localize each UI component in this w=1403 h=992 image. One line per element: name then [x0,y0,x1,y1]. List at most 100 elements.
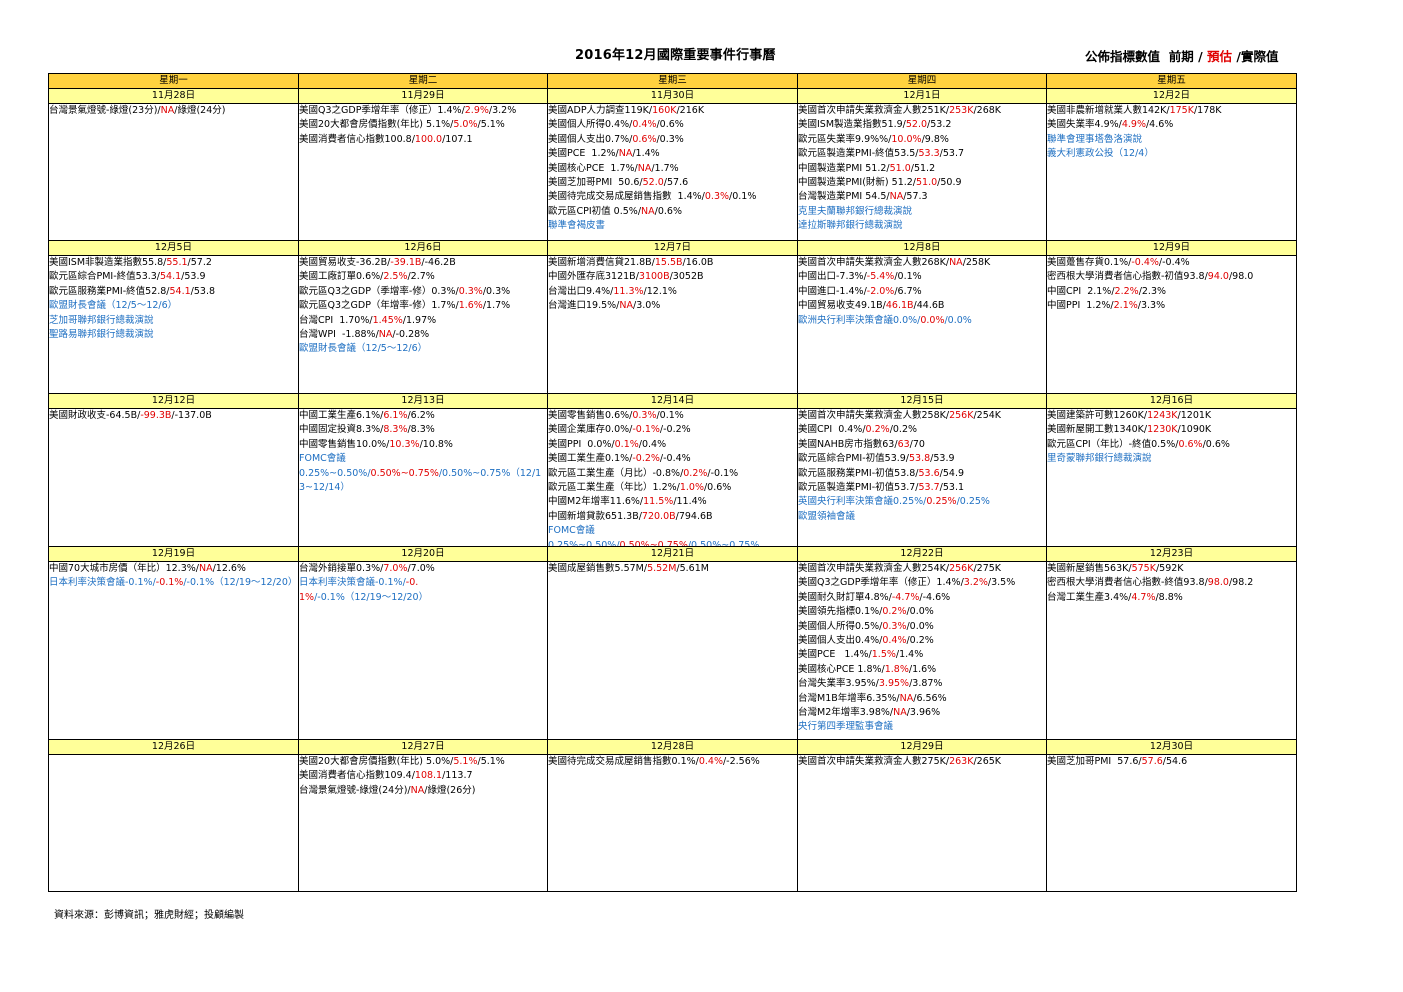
forecast-value: 720.0B [641,510,676,522]
indicator-line: 中國進口-1.4%/-2.0%/6.7% [799,285,1046,299]
indicator-line: 美國躉售存貨0.1%/-0.4%/-0.4% [1048,256,1296,270]
forecast-value: 0.4% [632,119,657,131]
forecast-value: 55.1 [166,257,188,268]
indicator-text: 美國首次申請失業救濟金人數251K/ [798,105,950,116]
indicator-text: 美國20大都會房價指數(年比) 5.0%/ [299,756,454,767]
indicator-text: /53.8 [190,285,216,297]
events-row: 台灣景氣燈號-綠燈(23分)/NA/綠燈(24分)美國Q3之GDP季增年率（修正… [48,103,1297,241]
indicator-text: /-0.1%（12/19～12/20） [183,577,298,589]
indicator-line: 美國核心PCE 1.8%/1.8%/1.6% [799,663,1046,677]
indicator-text: /1.6% [908,663,937,675]
forecast-value: 5.1% [453,756,478,767]
indicator-text: /-0.2% [659,424,691,436]
forecast-value: 98.0 [1207,577,1229,589]
indicator-line: 美國新屋開工數1340K/1230K/1090K [1048,423,1296,437]
indicator-line: 美國核心PCE 1.7%/NA/1.7% [548,162,797,176]
day-events-cell: 美國20大都會房價指數(年比) 5.0%/5.1%/5.1%美國消費者信心指數1… [298,754,548,892]
date-cell: 12月23日 [1046,546,1297,562]
indicator-text: 美國ISM非製造業指數55.8/ [49,257,167,268]
day-events-cell: 美國財政收支-64.5B/-99.3B/-137.0B [48,408,299,547]
day-events-cell: 台灣景氣燈號-綠燈(23分)/NA/綠燈(24分) [48,103,299,241]
event-note: 聖路易聯邦銀行總裁演說 [49,329,154,341]
date-cell: 12月26日 [48,739,299,755]
indicator-line: 密西根大學消費者信心指數-初值93.8/94.0/98.0 [1048,270,1296,284]
day-events-cell: 美國躉售存貨0.1%/-0.4%/-0.4%密西根大學消費者信心指數-初值93.… [1046,255,1297,394]
forecast-value: 5.0% [453,119,478,131]
indicator-text: /113.7 [442,770,473,782]
forecast-value: 1243K [1147,410,1178,421]
indicator-text: /53.2 [927,119,952,131]
forecast-value: 3100B [638,271,670,283]
indicator-text: 中國零售銷售10.0%/ [299,438,390,450]
indicator-text: 美國核心PCE 1.7%/ [548,162,638,174]
indicator-text: /綠燈(26分) [424,784,476,796]
indicator-text: 歐元區服務業PMI-初值53.8/ [798,467,919,479]
indicator-line: 美國Q3之GDP季增年率（修正）1.4%/2.9%/3.2% [299,104,547,118]
indicator-text: /0.1% [656,410,684,421]
forecast-value: 15.5B [654,257,683,268]
indicator-line: 台灣出口9.4%/11.3%/12.1% [549,285,797,299]
indicator-text: /-0.1% [707,467,739,479]
weekday-header: 星期三 [547,73,798,89]
forecast-value: -0.1% [632,424,660,436]
indicator-text: 美國新增消費信貸21.8B/ [548,257,655,268]
indicator-text: 美國成屋銷售數5.57M/ [548,563,648,574]
indicator-text: /216K [676,105,705,116]
indicator-line: 美國待完成交易成屋銷售指數 1.4%/0.3%/0.1% [548,190,797,204]
indicator-text: 美國個人支出0.4%/ [798,635,883,647]
events-row: 中國70大城市房價（年比）12.3%/NA/12.6%日本利率決策會議-0.1%… [48,561,1297,740]
date-cell: 12月30日 [1046,739,1297,755]
event-note: 日本利率決策會議-0.1%/-0.1%/-0.1%（12/19～12/20） [50,576,298,590]
indicator-text: /53.9 [181,271,206,283]
forecast-value: NA [949,257,963,268]
indicator-text: /3.87% [909,678,943,690]
indicator-line: 中國製造業PMI 51.2/51.0/51.2 [798,162,1046,176]
indicator-text: 中國製造業PMI 51.2/ [798,162,890,174]
indicator-line: 歐元區工業生產（月比）-0.8%/0.2%/-0.1% [549,467,797,481]
weekday-header: 星期二 [298,73,548,89]
indicator-text: 美國Q3之GDP季增年率（修正）1.4%/ [299,105,465,116]
indicator-line: 美國失業率4.9%/4.9%/4.6% [1048,118,1296,132]
indicator-text: 中國貿易收支49.1B/ [798,300,886,312]
indicator-text: 美國芝加哥PMI 50.6/ [548,177,643,189]
forecast-value: 3.95% [878,678,910,690]
indicator-text: /1.7% [482,300,511,312]
forecast-value: 1.0% [679,482,704,494]
forecast-value: -39.1B [390,257,422,268]
indicator-text: /53.1 [939,482,965,494]
indicator-text: /-46.2B [421,257,456,268]
indicator-line: 台灣WPI -1.88%/NA/-0.28% [300,328,547,342]
forecast-value: -0.2% [632,453,660,465]
indicator-text: 美國首次申請失業救濟金人數275K/ [798,756,950,767]
forecast-value: NA [899,692,914,704]
date-cell: 11月28日 [48,88,299,104]
forecast-value: 0.6% [632,133,657,145]
indicator-text: 美國待完成交易成屋銷售指數 1.4%/ [548,191,705,203]
indicator-line: 歐元區CPI初值 0.5%/NA/0.6% [549,205,797,219]
source-note: 資料來源：彭博資訊；雅虎財經；投顧編製 [54,910,244,921]
forecast-value: NA [637,162,652,174]
indicator-text: /3.96% [906,707,941,719]
forecast-value: NA [160,105,175,116]
forecast-value: 54.1 [169,285,191,297]
indicator-text: 歐洲央行利率決策會議0.0%/ [798,314,921,326]
event-note: 央行第四季理監事會議 [798,721,894,733]
event-note: 歐盟財長會議（12/5～12/6） [49,300,178,312]
indicator-text: /0.6% [1202,438,1230,450]
indicator-text: 台灣M2年增率3.98%/ [798,707,894,719]
event-note: 0.25%~0.50%/0.50%~0.75%/0.50%~0.75% [549,539,797,546]
indicator-line: 美國零售銷售0.6%/0.3%/0.1% [549,409,797,423]
forecast-value: 52.0 [642,177,664,189]
forecast-value: 0.4% [698,756,723,767]
indicator-line: 台灣製造業PMI 54.5/NA/57.3 [799,190,1046,204]
event-note: 聯準會褐皮書 [548,220,606,232]
indicator-line: 美國首次申請失業救濟金人數258K/256K/254K [799,409,1046,423]
event-note: 歐盟財長會議（12/5～12/6） [299,343,428,355]
date-cell: 12月1日 [797,88,1047,104]
indicator-text: /0.0% [906,620,934,632]
